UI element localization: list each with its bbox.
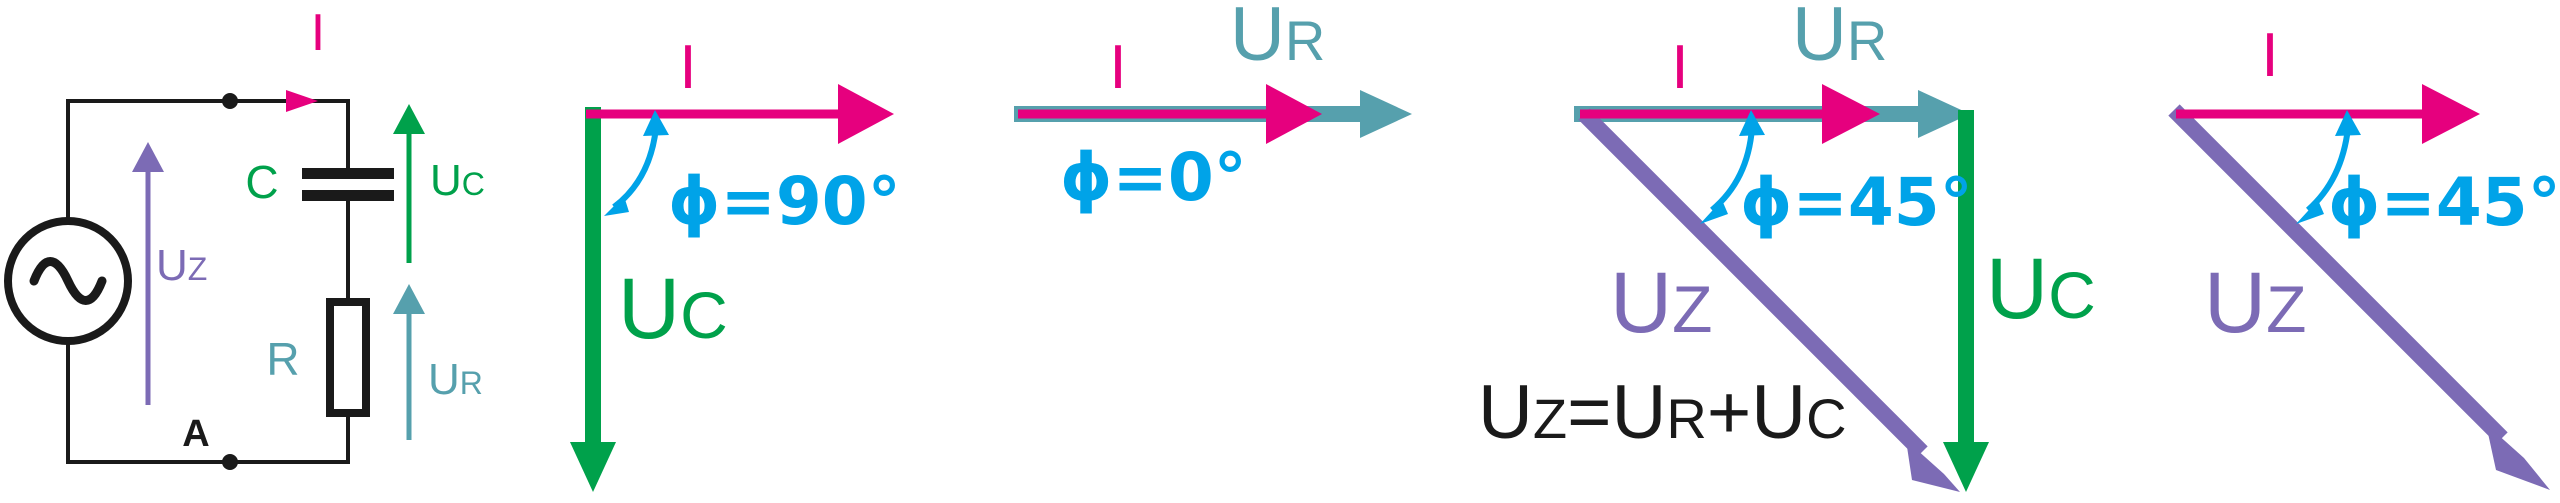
d3-ur-label: UR <box>1792 0 1887 77</box>
ur-phasor-head-icon <box>1360 90 1412 138</box>
resistor-label: R <box>266 333 299 385</box>
wire-bottom <box>66 342 350 464</box>
capacitor-label: C <box>245 156 278 208</box>
uz-phasor-head-icon <box>2486 424 2550 490</box>
angle-arc <box>2305 127 2351 213</box>
current-phasor-head-icon <box>1822 84 1880 144</box>
voltage-sum-equation: UZ=UR+UC <box>1478 370 1847 455</box>
d3-current-label: I <box>1671 33 1688 102</box>
d1-angle-label: ϕ=90° <box>668 163 901 240</box>
capacitor-plate-bottom <box>302 190 394 201</box>
uz-phasor-head-icon <box>1906 440 1960 492</box>
circuit-wires <box>66 99 350 464</box>
d2-ur-label: UR <box>1230 0 1325 77</box>
d1-uc-label: UC <box>618 261 728 357</box>
d2-current-label: I <box>1109 33 1126 102</box>
angle-arrow-top-icon <box>1739 110 1765 136</box>
node-label: A <box>182 413 209 455</box>
current-phasor-head-icon <box>1266 84 1322 144</box>
phasor-diagram-resistor: I UR ϕ=0° <box>1014 0 1412 216</box>
angle-arrow-bottom-icon <box>604 196 629 216</box>
uc-arrow-head-icon <box>393 104 425 134</box>
ur-arrow-head-icon <box>393 284 425 314</box>
resistor-icon <box>326 298 370 417</box>
node-top <box>222 93 238 109</box>
wire-top <box>66 99 350 220</box>
ur-phasor-head-icon <box>1918 90 1970 138</box>
uc-phasor-head-icon <box>1943 442 1989 492</box>
d1-current-label: I <box>679 33 696 102</box>
circuit-uz-label: UZ <box>156 241 207 290</box>
angle-arrow-bottom-icon <box>2296 200 2324 224</box>
angle-arrow-bottom-icon <box>1700 200 1728 224</box>
d3-uc-label: UC <box>1986 241 2096 337</box>
capacitor-plate-top <box>302 168 394 179</box>
current-phasor-head-icon <box>2422 84 2480 144</box>
d4-uz-label: UZ <box>2204 255 2306 351</box>
node-bottom <box>222 454 238 470</box>
d2-angle-label: ϕ=0° <box>1060 139 1247 216</box>
phasor-diagram-impedance: I ϕ=45° UZ <box>2168 21 2560 490</box>
uc-phasor-head-icon <box>570 442 616 492</box>
angle-arrow-top-icon <box>643 110 669 136</box>
sine-wave-icon <box>29 257 107 305</box>
circuit-ur-label: UR <box>428 355 483 404</box>
circuit-uc-label: UC <box>430 156 485 205</box>
uz-arrow-head-icon <box>132 142 164 172</box>
phasor-diagram-capacitor: I ϕ=90° UC <box>570 33 901 492</box>
angle-arc <box>612 127 659 210</box>
d3-uz-label: UZ <box>1610 255 1712 351</box>
angle-arrow-top-icon <box>2335 110 2361 136</box>
d4-angle-label: ϕ=45° <box>2328 164 2560 241</box>
circuit-current-label: I <box>311 4 325 62</box>
uz-phasor <box>2168 104 2508 444</box>
current-arrow-icon <box>286 90 318 112</box>
rc-circuit: I C R UZ UC UR A <box>4 4 485 470</box>
uz-phasor <box>1578 108 1928 458</box>
phasor-diagram-rc-triangle: I UR ϕ=45° UZ UC UZ=UR+UC <box>1478 0 2096 492</box>
d4-current-label: I <box>2261 21 2278 90</box>
current-phasor-head-icon <box>838 84 894 144</box>
d3-angle-label: ϕ=45° <box>1740 164 1973 241</box>
